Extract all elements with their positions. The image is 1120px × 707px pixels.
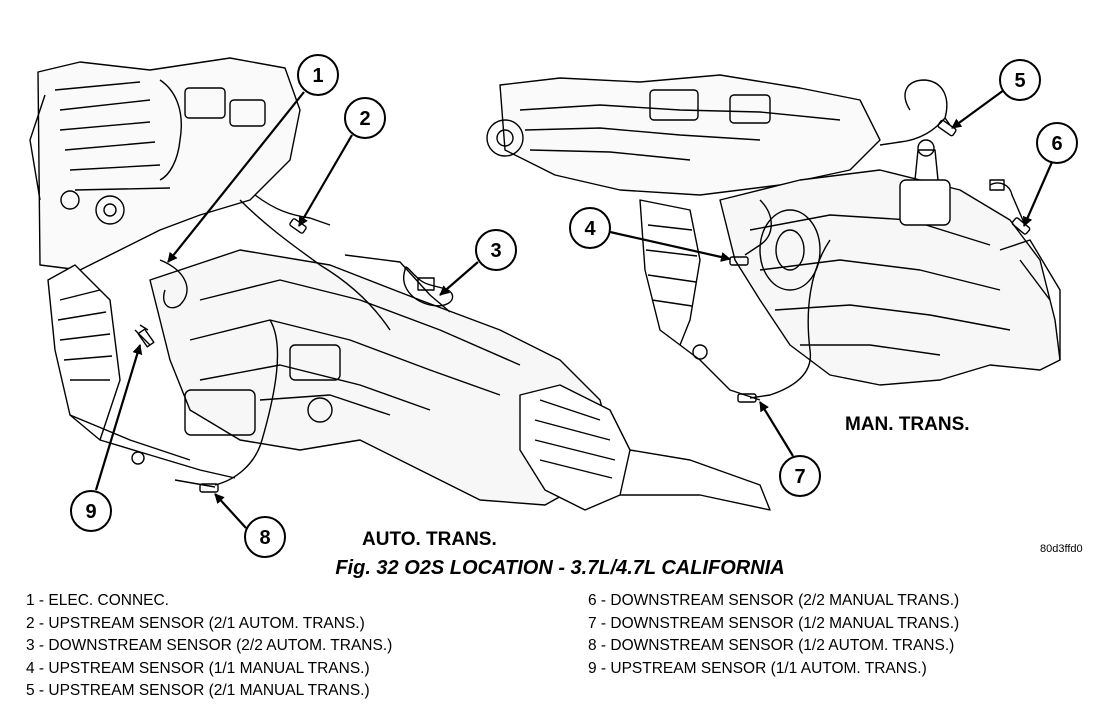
svg-text:5: 5 — [1014, 70, 1025, 92]
callout-4: 4 — [569, 207, 611, 249]
svg-text:6: 6 — [1051, 133, 1062, 155]
auto-trans-illustration — [29, 57, 771, 511]
svg-text:8: 8 — [259, 527, 270, 549]
legend-item: 7 - DOWNSTREAM SENSOR (1/2 MANUAL TRANS.… — [588, 614, 960, 632]
manual-trans-label: MAN. TRANS. — [845, 414, 970, 435]
legend-item: 2 - UPSTREAM SENSOR (2/1 AUTOM. TRANS.) — [26, 614, 365, 632]
legend-item: 5 - UPSTREAM SENSOR (2/1 MANUAL TRANS.) — [26, 682, 370, 699]
svg-text:2: 2 — [359, 108, 370, 130]
manual-trans-illustration — [486, 74, 1061, 403]
callout-3: 3 — [475, 229, 517, 271]
legend-item: 6 - DOWNSTREAM SENSOR (2/2 MANUAL TRANS.… — [588, 592, 960, 609]
svg-text:1: 1 — [312, 65, 323, 87]
legend-item: 3 - DOWNSTREAM SENSOR (2/2 AUTOM. TRANS.… — [26, 637, 393, 654]
callout-1: 1 — [297, 54, 339, 96]
figure-caption: Fig. 32 O2S LOCATION - 3.7L/4.7L CALIFOR… — [335, 557, 785, 579]
svg-text:4: 4 — [584, 218, 596, 240]
legend-item: 8 - DOWNSTREAM SENSOR (1/2 AUTOM. TRANS.… — [588, 637, 955, 654]
callout-6: 6 — [1036, 122, 1078, 164]
callout-2: 2 — [344, 97, 386, 139]
leader-lines — [94, 89, 1054, 529]
callout-5: 5 — [999, 59, 1041, 101]
callout-7: 7 — [779, 455, 821, 497]
reference-code: 80d3ffd0 — [1040, 543, 1083, 555]
svg-text:9: 9 — [85, 501, 96, 523]
legend-item: 1 - ELEC. CONNEC. — [26, 592, 169, 609]
callout-9: 9 — [70, 490, 112, 532]
auto-trans-label: AUTO. TRANS. — [362, 529, 497, 550]
svg-text:7: 7 — [794, 466, 805, 488]
legend-item: 4 - UPSTREAM SENSOR (1/1 MANUAL TRANS.) — [26, 659, 370, 677]
legend-item: 9 - UPSTREAM SENSOR (1/1 AUTOM. TRANS.) — [588, 659, 927, 677]
callout-8: 8 — [244, 516, 286, 558]
legend-left-column: 1 - ELEC. CONNEC. 2 - UPSTREAM SENSOR (2… — [26, 591, 392, 704]
svg-text:3: 3 — [490, 240, 501, 262]
legend-right-column: 6 - DOWNSTREAM SENSOR (2/2 MANUAL TRANS.… — [588, 591, 959, 681]
o2s-location-diagram: 1 2 3 4 5 6 7 8 9 AUTO. TRANS. MAN. TRAN… — [29, 54, 1083, 558]
